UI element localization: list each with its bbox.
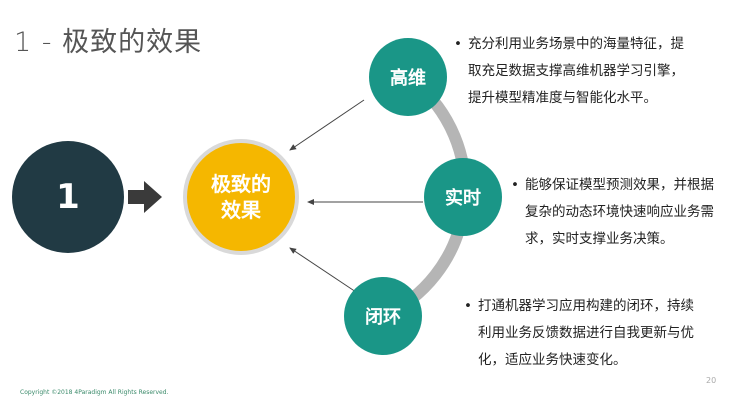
center-label-line1: 极致的: [211, 172, 271, 196]
node-bihuan: 闭环: [344, 277, 422, 355]
desc-line: 利用业务反馈数据进行自我更新与优: [478, 325, 694, 341]
slide-title: 1 - 极致的效果: [14, 27, 203, 58]
desc-line: 取充足数据支撑高维机器学习引擎，: [468, 63, 684, 79]
desc-line: 能够保证模型预测效果，并根据: [525, 177, 714, 193]
desc-line: 复杂的动态环境快速响应业务需: [525, 204, 714, 220]
number-circle: 1: [12, 141, 124, 253]
desc-line: 提升模型精准度与智能化水平。: [468, 90, 657, 106]
desc-line: 充分利用业务场景中的海量特征，提: [468, 36, 684, 52]
block-arrow-icon: [128, 181, 162, 213]
desc-shishi: • 能够保证模型预测效果，并根据 复杂的动态环境快速响应业务需 求，实时支撑业务…: [511, 172, 714, 253]
desc-line: 求，实时支撑业务决策。: [525, 231, 674, 247]
node-shishi: 实时: [424, 158, 502, 236]
bullet: •: [511, 177, 519, 193]
node-label: 实时: [445, 188, 481, 209]
number-label: 1: [56, 177, 80, 217]
desc-line: 化，适应业务快速变化。: [478, 352, 627, 368]
center-label-line2: 效果: [221, 198, 261, 222]
copyright: Copyright ©2018 4Paradigm All Rights Res…: [20, 389, 169, 396]
bullet: •: [454, 36, 462, 52]
node-label: 闭环: [365, 307, 401, 328]
node-label: 高维: [390, 68, 426, 89]
desc-gaowei: • 充分利用业务场景中的海量特征，提 取充足数据支撑高维机器学习引擎， 提升模型…: [454, 31, 684, 112]
arrow-bihuan: [289, 247, 357, 293]
arrow-gaowei: [289, 99, 365, 151]
bullet: •: [464, 298, 472, 314]
desc-bihuan: • 打通机器学习应用构建的闭环，持续 利用业务反馈数据进行自我更新与优 化，适应…: [464, 293, 694, 374]
node-gaowei: 高维: [369, 38, 447, 116]
page-number: 20: [706, 376, 717, 385]
center-circle: 极致的 效果: [187, 143, 295, 251]
desc-line: 打通机器学习应用构建的闭环，持续: [478, 298, 694, 314]
